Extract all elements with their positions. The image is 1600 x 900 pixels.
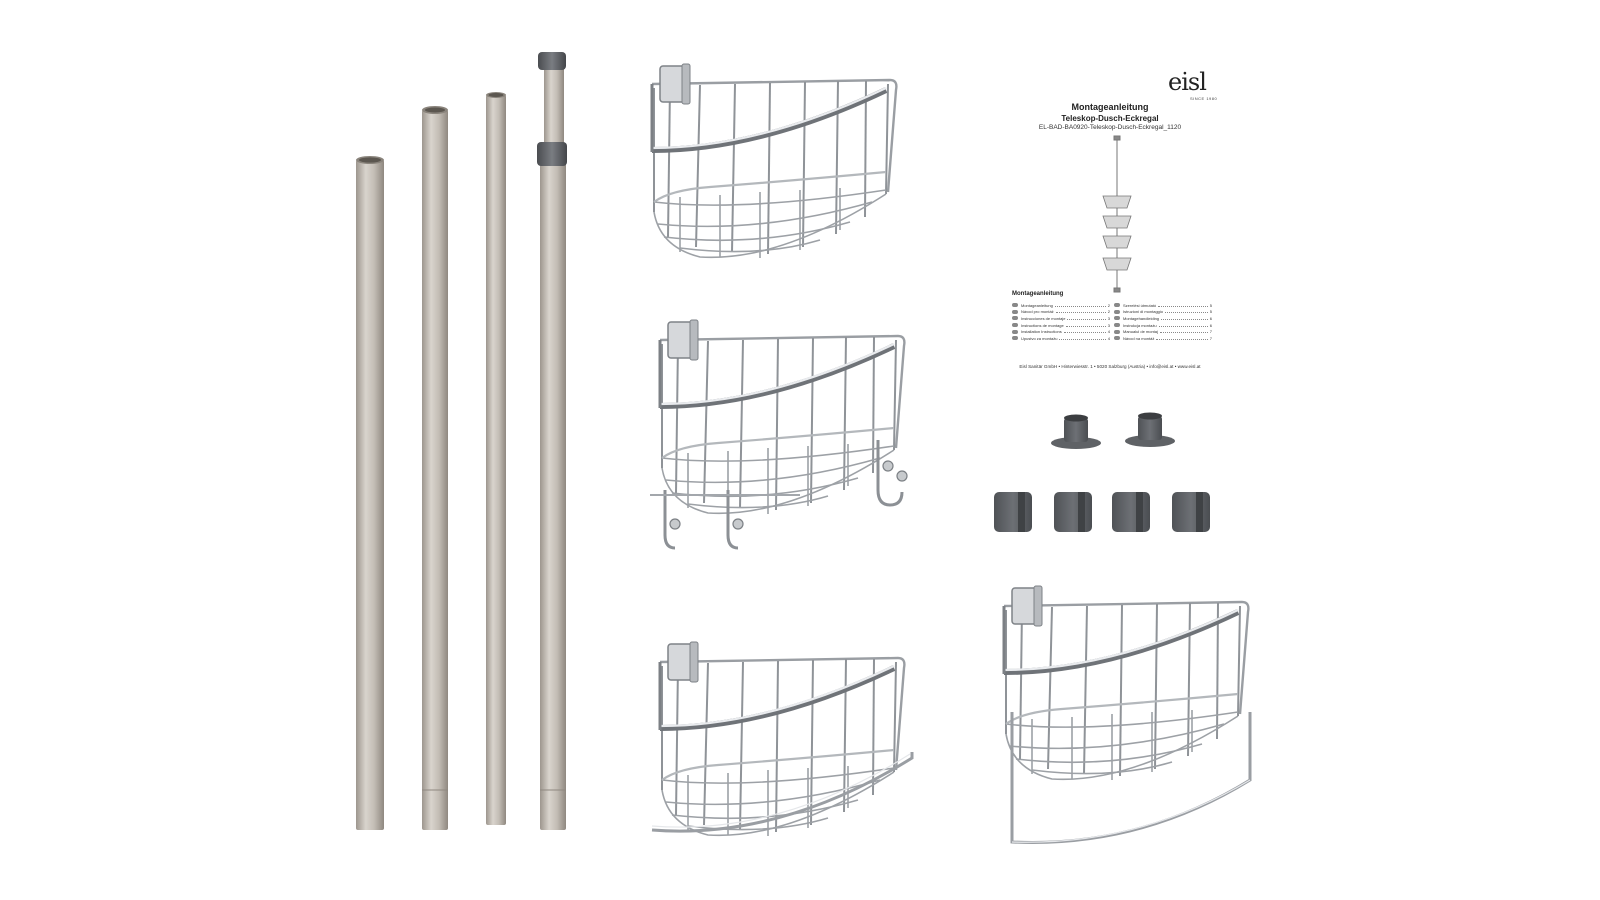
flag-icon (1012, 309, 1018, 314)
clip-3 (1112, 492, 1150, 532)
flag-icon (1114, 336, 1120, 341)
flag-icon (1114, 329, 1120, 334)
flag-icon (1114, 309, 1120, 314)
flag-icon (1114, 316, 1120, 321)
clip-1 (994, 492, 1032, 532)
pole-2 (422, 106, 448, 830)
pole-3 (486, 92, 506, 825)
instruction-manual: eisl SINCE 1980 Montageanleitung Telesko… (1000, 62, 1220, 382)
flag-icon (1114, 303, 1120, 308)
pole-foot-2 (1125, 412, 1175, 447)
pole-foot-1 (1051, 414, 1101, 449)
manual-code: EL-BAD-BA0920-Teleskop-Dusch-Eckregal_11… (1038, 124, 1182, 131)
manual-footer: Eisl Sanitär GmbH • Hinterwiesstr. 1 • 5… (1019, 364, 1201, 369)
brand-tagline: SINCE 1980 (1190, 96, 1218, 101)
pole-1 (356, 156, 384, 830)
flag-icon (1012, 316, 1018, 321)
manual-title: Montageanleitung (1071, 102, 1149, 112)
flag-icon (1012, 329, 1018, 334)
basket-3 (651, 642, 914, 836)
flag-icon (1012, 336, 1018, 341)
flag-icon (1012, 303, 1018, 308)
toc-title: Montageanleitung (1012, 291, 1064, 297)
manual-subtitle: Teleskop-Dusch-Eckregal (1061, 114, 1159, 123)
basket-1 (652, 64, 896, 258)
clip-2 (1054, 492, 1092, 532)
brand-logo: eisl (1168, 68, 1207, 96)
basket-4 (1004, 586, 1252, 844)
clip-4 (1172, 492, 1210, 532)
flag-icon (1114, 323, 1120, 328)
pole-4-telescopic (537, 52, 567, 830)
flag-icon (1012, 323, 1018, 328)
manual-illustration (1102, 135, 1132, 293)
basket-2 (650, 320, 908, 550)
